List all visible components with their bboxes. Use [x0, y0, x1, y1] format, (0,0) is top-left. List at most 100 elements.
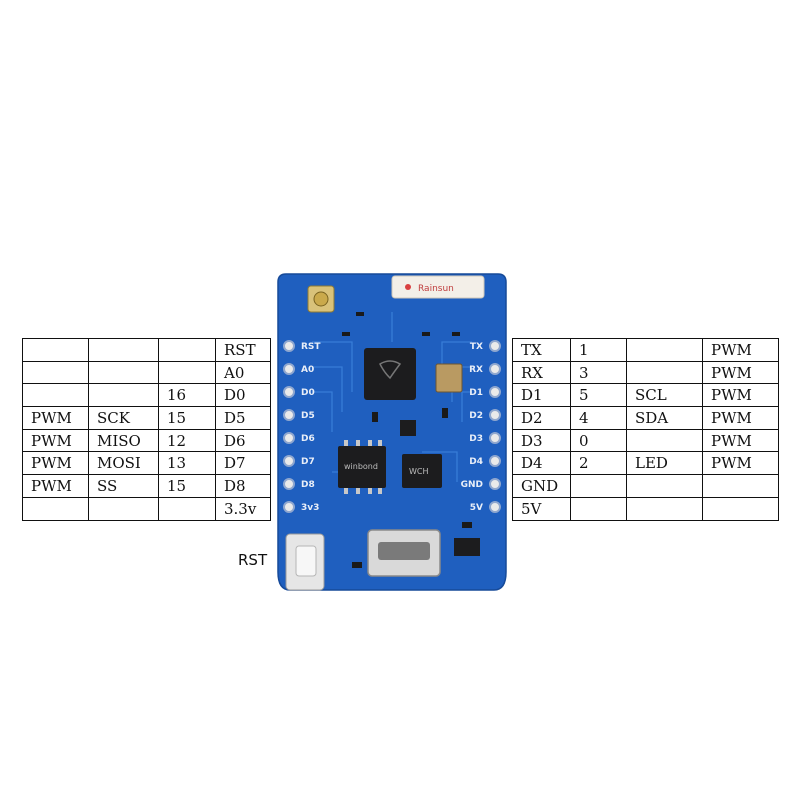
connector-hole-icon — [313, 291, 329, 307]
pin-label-tx: TX — [470, 342, 483, 352]
function-cell: SDA — [626, 406, 703, 430]
function-cell: SCK — [88, 406, 159, 430]
pin-hole — [283, 455, 295, 467]
pin-label-d4: D4 — [469, 457, 483, 467]
pin-label-d7: D7 — [301, 457, 315, 467]
pin-cell: 3.3v — [215, 496, 271, 521]
pin-cell: RX — [512, 360, 571, 385]
function-cell — [22, 496, 89, 521]
pin-cell: TX — [512, 338, 571, 362]
pin-hole — [283, 340, 295, 352]
pin-label-gnd: GND — [461, 480, 483, 490]
function-cell: PWM — [22, 428, 89, 453]
gpio-cell: 15 — [158, 406, 216, 430]
voltage-regulator — [454, 538, 480, 556]
function-cell: LED — [626, 451, 703, 476]
pin-cell: D5 — [215, 406, 271, 430]
function-cell — [626, 496, 703, 521]
gpio-cell: 0 — [570, 428, 627, 453]
pin-cell: D1 — [512, 383, 571, 408]
pin-cell: D3 — [512, 428, 571, 453]
esp-logo-icon — [379, 360, 402, 380]
gpio-cell — [158, 338, 216, 362]
gpio-cell: 12 — [158, 428, 216, 453]
function-cell — [88, 338, 159, 362]
pin-cell: 5V — [512, 496, 571, 521]
pin-label-3v3: 3v3 — [301, 503, 319, 513]
pin-hole — [489, 455, 501, 467]
table-row: A0 — [22, 360, 271, 385]
pin-hole — [489, 432, 501, 444]
function-cell: PWM — [702, 428, 779, 453]
pin-hole — [489, 386, 501, 398]
left-header-pins: RST A0 D0 D5 D6 D7 D8 3v3 — [283, 340, 321, 513]
function-cell: PWM — [22, 406, 89, 430]
pin-label-d6: D6 — [301, 434, 315, 444]
gpio-cell: 1 — [570, 338, 627, 362]
module-dot-icon — [405, 284, 411, 290]
right-header-pins: TX RX D1 D2 D3 D4 GND 5V — [461, 340, 501, 513]
pin-cell: D8 — [215, 474, 271, 498]
pin-label-rst: RST — [301, 342, 321, 352]
pin-hole — [489, 501, 501, 513]
pin-label-5v: 5V — [470, 503, 483, 513]
antenna-module — [391, 275, 485, 299]
transistor — [400, 420, 416, 436]
pin-cell: D4 — [512, 451, 571, 476]
pin-hole — [489, 409, 501, 421]
gpio-cell: 16 — [158, 383, 216, 408]
function-cell: MISO — [88, 428, 159, 453]
pin-label-d8: D8 — [301, 480, 315, 490]
pin-hole — [489, 478, 501, 490]
function-cell — [702, 496, 779, 521]
gpio-cell — [570, 474, 627, 498]
pin-label-d5: D5 — [301, 411, 315, 421]
function-cell — [88, 360, 159, 385]
pin-hole — [283, 409, 295, 421]
gpio-cell: 5 — [570, 383, 627, 408]
reset-button-caption: RST — [238, 551, 268, 569]
smd-components — [342, 312, 472, 568]
pin-hole — [489, 363, 501, 375]
gpio-cell — [158, 496, 216, 521]
function-cell — [626, 360, 703, 385]
gpio-cell: 2 — [570, 451, 627, 476]
pin-cell: D7 — [215, 451, 271, 476]
pin-label-d2: D2 — [469, 411, 483, 421]
pin-hole — [489, 340, 501, 352]
function-cell — [22, 338, 89, 362]
function-cell — [626, 428, 703, 453]
pin-cell: D0 — [215, 383, 271, 408]
pin-hole — [283, 432, 295, 444]
function-cell — [88, 496, 159, 521]
pin-cell: D2 — [512, 406, 571, 430]
function-cell: PWM — [702, 406, 779, 430]
flash-chip-legs — [344, 440, 382, 494]
function-cell — [626, 338, 703, 362]
pin-cell: A0 — [215, 360, 271, 385]
table-row: 3.3v — [22, 496, 271, 521]
wemos-d1-mini-board: Rainsun winbond WCH — [277, 273, 507, 591]
function-cell: MOSI — [88, 451, 159, 476]
table-row: 5V — [512, 496, 779, 521]
pin-cell: GND — [512, 474, 571, 498]
pin-label-d1: D1 — [469, 388, 483, 398]
micro-usb-opening — [378, 542, 430, 560]
pcb — [277, 273, 507, 591]
pin-label-d3: D3 — [469, 434, 483, 444]
pin-hole — [283, 363, 295, 375]
gpio-cell: 15 — [158, 474, 216, 498]
pin-hole — [283, 478, 295, 490]
function-cell: SCL — [626, 383, 703, 408]
function-cell — [22, 360, 89, 385]
function-cell — [626, 474, 703, 498]
gpio-cell: 4 — [570, 406, 627, 430]
